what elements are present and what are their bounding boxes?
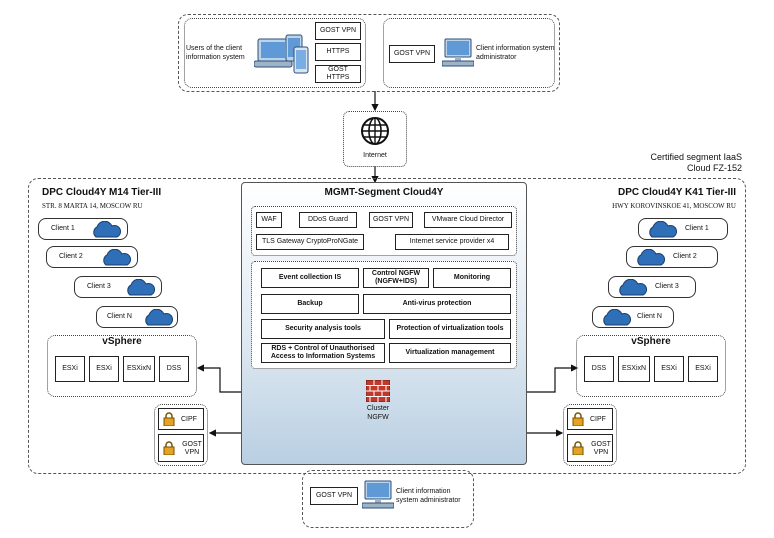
left-client-3-label: Client 3 (87, 283, 111, 290)
svc-isp-x4: Internet service provider x4 (395, 234, 509, 250)
cloud-icon (145, 309, 174, 326)
lock-icon (572, 412, 584, 426)
right-client-2: Client 2 (626, 246, 718, 268)
right-client-3: Client 3 (608, 276, 696, 298)
protocol-gost-https: GOST HTTPS (315, 65, 361, 83)
right-host-dss: DSS (584, 356, 614, 382)
cloud-icon (103, 249, 132, 266)
left-cipf: CIPF (158, 408, 204, 430)
right-cipf-label: CIPF (590, 416, 606, 423)
client-users-box (184, 18, 366, 88)
left-gost-vpn-label: GOST VPN (182, 441, 202, 456)
internet-label: Internet (363, 152, 387, 159)
left-client-1-label: Client 1 (51, 225, 75, 232)
devices-icon (254, 34, 309, 74)
protocol-gost-vpn: GOST VPN (315, 22, 361, 40)
certified-segment (28, 178, 746, 474)
right-dc-title: DPC Cloud4Y K41 Tier-III (618, 187, 736, 198)
svc-ddos-guard: DDoS Guard (299, 212, 357, 228)
admin-gost-vpn-top: GOST VPN (389, 45, 435, 63)
left-dc-title: DPC Cloud4Y M14 Tier-III (42, 187, 162, 198)
right-client-2-label: Client 2 (673, 253, 697, 260)
monitoring: Monitoring (433, 268, 511, 288)
right-vsphere (576, 335, 726, 397)
cloud-icon (93, 221, 122, 238)
svc-vmware-cloud-director: VMware Cloud Director (424, 212, 512, 228)
left-host-esxixn: ESXixN (123, 356, 155, 382)
admin-box-top (383, 18, 555, 88)
right-host-esxi-2: ESXi (688, 356, 718, 382)
right-client-3-label: Client 3 (655, 283, 679, 290)
certified-segment-label: Certified segment IaaS Cloud FZ-152 (620, 152, 742, 174)
left-client-1: Client 1 (38, 218, 128, 240)
admin-label-top: Client information system administrator (476, 45, 555, 61)
event-collection-is: Event collection IS (261, 268, 359, 288)
rds-unauthorised-access-control: RDS + Control of Unauthorised Access to … (261, 343, 385, 363)
right-security-box (563, 404, 617, 466)
svc-tls-gateway: TLS Gateway CryptoProNGate (256, 234, 364, 250)
lock-icon (163, 441, 175, 455)
lock-icon (163, 412, 175, 426)
svc-waf: WAF (256, 212, 282, 228)
right-dc-address: HWY KOROVINSKOE 41, MOSCOW RU (612, 202, 736, 210)
right-gost-vpn: GOST VPN (567, 434, 613, 462)
left-client-2-label: Client 2 (59, 253, 83, 260)
left-client-2: Client 2 (46, 246, 138, 268)
svc-gost-vpn: GOST VPN (369, 212, 413, 228)
certified-line1: Certified segment IaaS (650, 152, 742, 162)
protocol-https: HTTPS (315, 43, 361, 61)
virtualization-management: Virtualization management (389, 343, 511, 363)
computer-icon (362, 480, 394, 509)
right-client-1: Client 1 (638, 218, 728, 240)
left-host-dss: DSS (159, 356, 189, 382)
admin-label-bottom: Client information system administrator (396, 488, 461, 504)
anti-virus-protection: Anti-virus protection (363, 294, 511, 314)
left-gost-vpn: GOST VPN (158, 434, 204, 462)
right-client-n: Client N (592, 306, 674, 328)
control-ngfw: Control NGFW (NGFW+IDS) (363, 268, 429, 288)
right-cipf: CIPF (567, 408, 613, 430)
certified-line2: Cloud FZ-152 (686, 163, 742, 173)
mgmt-title: MGMT-Segment Cloud4Y (324, 187, 444, 198)
left-client-n: Client N (96, 306, 178, 328)
right-client-1-label: Client 1 (685, 225, 709, 232)
internet-box (343, 111, 407, 167)
lock-icon (572, 441, 584, 455)
computer-icon (442, 38, 474, 67)
left-security-box (154, 404, 208, 466)
left-host-esxi-2: ESXi (89, 356, 119, 382)
left-vsphere (47, 335, 197, 397)
left-cipf-label: CIPF (181, 416, 197, 423)
cloud-icon (649, 221, 678, 238)
backup: Backup (261, 294, 359, 314)
left-client-n-label: Client N (107, 313, 132, 320)
right-vsphere-title: vSphere (631, 336, 671, 347)
cloud-icon (637, 249, 666, 266)
globe-icon (361, 117, 389, 145)
admin-gost-vpn-bottom: GOST VPN (310, 487, 358, 505)
firewall-icon (366, 380, 390, 402)
right-client-n-label: Client N (637, 313, 662, 320)
right-gost-vpn-label: GOST VPN (591, 441, 611, 456)
right-host-esxi-1: ESXi (654, 356, 684, 382)
top-group (178, 14, 560, 92)
right-host-esxixn: ESXixN (618, 356, 650, 382)
security-analysis-tools: Security analysis tools (261, 319, 385, 339)
protection-of-virtualization-tools: Protection of virtualization tools (389, 319, 511, 339)
left-client-3: Client 3 (74, 276, 162, 298)
left-vsphere-title: vSphere (102, 336, 142, 347)
cloud-icon (127, 279, 156, 296)
cluster-ngfw-label: Cluster NGFW (366, 405, 390, 421)
left-dc-address: STR. 8 MARTA 14, MOSCOW RU (42, 202, 143, 210)
admin-box-bottom (302, 470, 474, 528)
cloud-icon (603, 309, 632, 326)
users-label: Users of the client information system (186, 45, 245, 61)
cloud-icon (619, 279, 648, 296)
left-host-esxi-1: ESXi (55, 356, 85, 382)
